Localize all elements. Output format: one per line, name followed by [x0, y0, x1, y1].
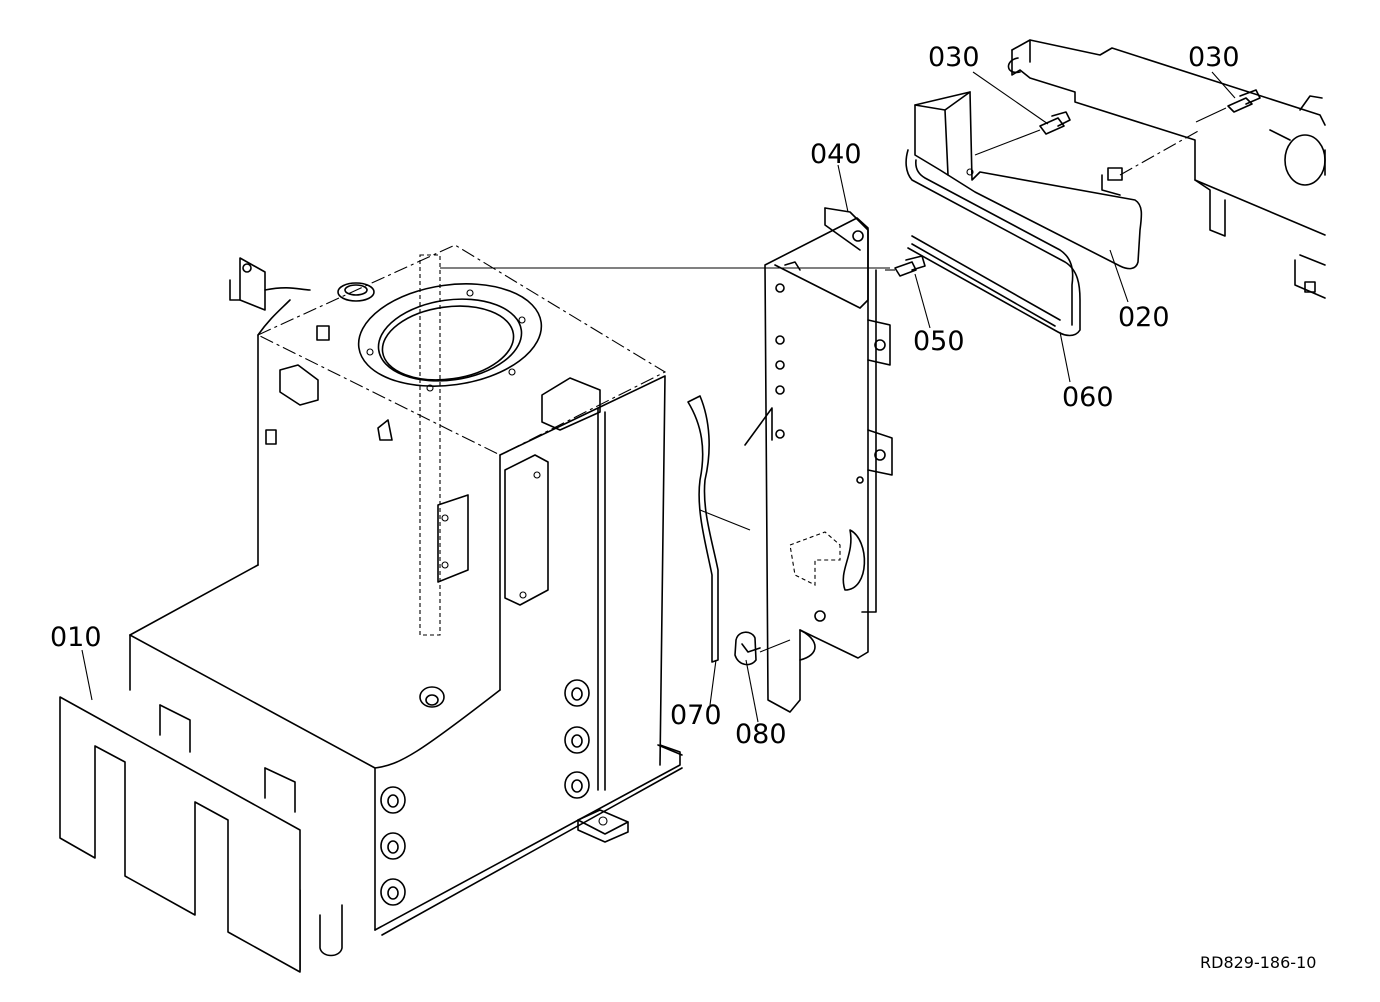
clip-080	[734, 631, 791, 666]
callout-070: 070	[670, 700, 722, 731]
callout-080: 080	[735, 719, 787, 750]
panel-010	[59, 696, 301, 973]
callout-030-right: 030	[1188, 42, 1240, 73]
callout-labels: 010 020 030 030 040 050 060 070 080 RD82…	[50, 42, 1316, 972]
callout-060: 060	[1062, 382, 1114, 413]
callout-020: 020	[1118, 302, 1170, 333]
bracket-040	[744, 207, 893, 713]
seal-060	[905, 149, 1081, 337]
cover-plate-020	[914, 91, 1143, 270]
callout-010: 010	[50, 622, 102, 653]
callout-050: 050	[913, 326, 965, 357]
reference-code: RD829-186-10	[1200, 953, 1316, 972]
callout-030-left: 030	[928, 42, 980, 73]
port-fittings	[380, 679, 590, 906]
bolt-050	[885, 255, 926, 277]
callout-040: 040	[810, 139, 862, 170]
leader-lines	[81, 71, 1236, 723]
frame-assembly	[1007, 39, 1326, 299]
seal-070	[687, 395, 751, 663]
